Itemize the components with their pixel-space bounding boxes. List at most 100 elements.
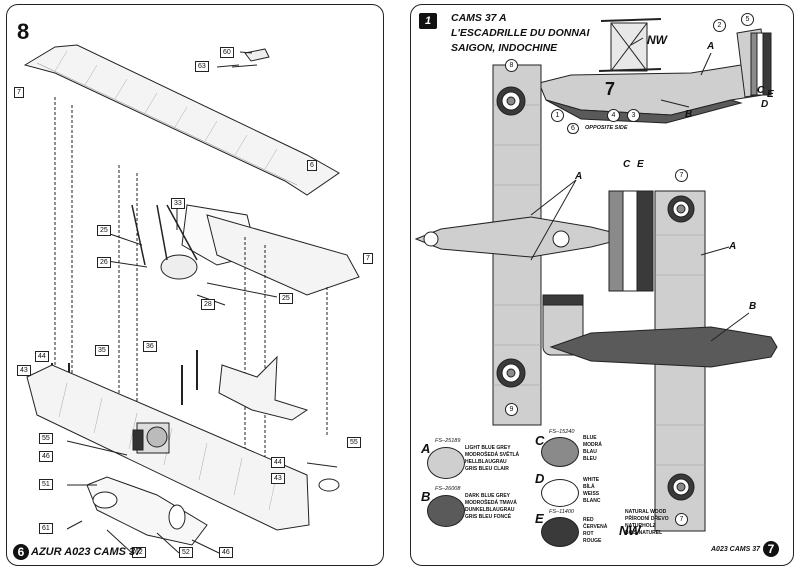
legend-letter-e: E [535, 511, 544, 526]
callout-33: 33 [171, 198, 185, 209]
callout-6: 6 [307, 160, 317, 171]
page-number: 8 [17, 19, 30, 44]
legend-fs-a: FS–25189 [435, 438, 461, 444]
callout-1: 1 [551, 109, 564, 122]
scheme-number-badge: 1 [419, 13, 437, 29]
callout-35: 35 [95, 345, 109, 356]
callout-25b: 25 [279, 293, 293, 304]
callout-51: 51 [39, 479, 53, 490]
scheme-title-line-1: CAMS 37 A [451, 12, 507, 24]
color-name: ROT [583, 531, 594, 537]
callout-46: 46 [39, 451, 53, 462]
color-name: ČERVENÁ [583, 524, 608, 530]
swatch-c [541, 437, 579, 467]
painting-guide-page: 1 CAMS 37 A L'ESCADRILLE DU DONNAI SAIGO… [410, 4, 794, 566]
callout-4: 4 [607, 109, 620, 122]
painting-drawing [414, 18, 778, 532]
assembly-drawing [23, 44, 360, 554]
callout-52: 52 [179, 547, 193, 558]
callout-3: 3 [627, 109, 640, 122]
footer-page-number: 6 [13, 544, 29, 560]
color-name: ROUGE [583, 538, 602, 544]
color-name: NATURAL WOOD [625, 509, 667, 515]
marking-nw: NW [647, 33, 667, 47]
callout-7-top: 7 [675, 169, 688, 182]
assembly-page: 8 [6, 4, 384, 566]
callout-7: 7 [14, 87, 24, 98]
marking-a-side: A [707, 41, 715, 52]
color-name: BLAU [583, 449, 597, 455]
callout-28: 28 [201, 299, 215, 310]
callout-6-oval: 6 [567, 123, 579, 134]
legend-names-e: RED ČERVENÁ ROT ROUGE [583, 517, 607, 545]
legend-letter-c: C [535, 433, 545, 448]
callout-8: 8 [505, 59, 518, 72]
callout-9: 9 [505, 403, 518, 416]
legend-fs-b: FS–26008 [435, 486, 461, 492]
color-name: MODROŠEDÁ TMAVÁ [465, 500, 517, 506]
color-name: NATURHOLZ [625, 523, 656, 529]
color-name: BOIS NATUREL [625, 530, 663, 536]
marking-a-bottom: A [729, 241, 737, 252]
callout-55: 55 [39, 433, 53, 444]
legend-names-c: BLUE MODRÁ BLAU BLEU [583, 435, 602, 463]
legend-names-nw: NATURAL WOOD PŘÍRODNÍ DŘEVO NATURHOLZ BO… [625, 509, 669, 537]
footer-page-number: 7 [763, 541, 779, 557]
callout-60: 60 [220, 47, 234, 58]
color-name: BÍLÁ [583, 484, 595, 490]
legend-names-b: DARK BLUE GREY MODROŠEDÁ TMAVÁ DUNKELBLA… [465, 493, 517, 521]
marking-c-rudder: C [623, 159, 631, 170]
callout-62: 62 [132, 547, 146, 558]
opposite-side-note: OPPOSITE SIDE [585, 125, 628, 131]
legend-names-a: LIGHT BLUE GREY MODROŠEDÁ SVĚTLÁ HELLBLA… [465, 445, 519, 473]
callout-43b: 43 [271, 473, 285, 484]
callout-7-bottom: 7 [675, 513, 688, 526]
marking-d-side: D [761, 99, 769, 110]
color-name: GRIS BLEU FONCÉ [465, 514, 512, 520]
footer-text: A023 CAMS 37 [711, 546, 761, 553]
marking-a-top: A [575, 171, 583, 182]
scheme-title-line-3: SAIGON, INDOCHINE [451, 42, 558, 54]
color-name: BLUE [583, 435, 597, 441]
legend-letter-nw: NW [619, 523, 641, 538]
callout-36: 36 [143, 341, 157, 352]
legend-names-d: WHITE BÍLÁ WEISS BLANC [583, 477, 601, 505]
callout-5: 5 [741, 13, 754, 26]
legend-letter-a: A [421, 441, 431, 456]
legend-letter-b: B [421, 489, 431, 504]
marking-e-side: E [767, 89, 774, 100]
legend-fs-c: FS–15240 [549, 429, 575, 435]
marking-c-side: C [757, 85, 765, 96]
color-name: DUNKELBLAUGRAU [465, 507, 515, 513]
color-name: DARK BLUE GREY [465, 493, 511, 499]
footer-text: AZUR A023 CAMS 37 [31, 546, 142, 558]
hull-number: 7 [605, 79, 616, 99]
color-name: WEISS [583, 491, 600, 497]
legend-fs-e: FS–11400 [549, 509, 574, 515]
scheme-title: CAMS 37 A L'ESCADRILLE DU DONNAI SAIGON,… [451, 11, 589, 56]
marking-b-side: B [685, 109, 693, 120]
marking-b-bottom: B [749, 301, 757, 312]
color-name: MODRÁ [583, 442, 602, 448]
color-name: HELLBLAUGRAU [465, 459, 507, 465]
color-name: PŘÍRODNÍ DŘEVO [625, 516, 669, 522]
marking-e-rudder: E [637, 159, 644, 170]
callout-7b: 7 [363, 253, 373, 264]
swatch-b [427, 495, 465, 527]
color-name: BLEU [583, 456, 597, 462]
color-name: MODROŠEDÁ SVĚTLÁ [465, 452, 520, 458]
callout-2: 2 [713, 19, 726, 32]
callout-25: 25 [97, 225, 111, 236]
swatch-d [541, 479, 579, 507]
callout-43: 43 [17, 365, 31, 376]
callout-44: 44 [35, 351, 49, 362]
color-name: LIGHT BLUE GREY [465, 445, 511, 451]
callout-26: 26 [97, 257, 111, 268]
scheme-title-line-2: L'ESCADRILLE DU DONNAI [451, 27, 590, 39]
callout-44b: 44 [271, 457, 285, 468]
swatch-e [541, 517, 579, 547]
color-name: RED [583, 517, 594, 523]
color-name: WHITE [583, 477, 600, 483]
callout-63: 63 [195, 61, 209, 72]
callout-55b: 55 [347, 437, 361, 448]
